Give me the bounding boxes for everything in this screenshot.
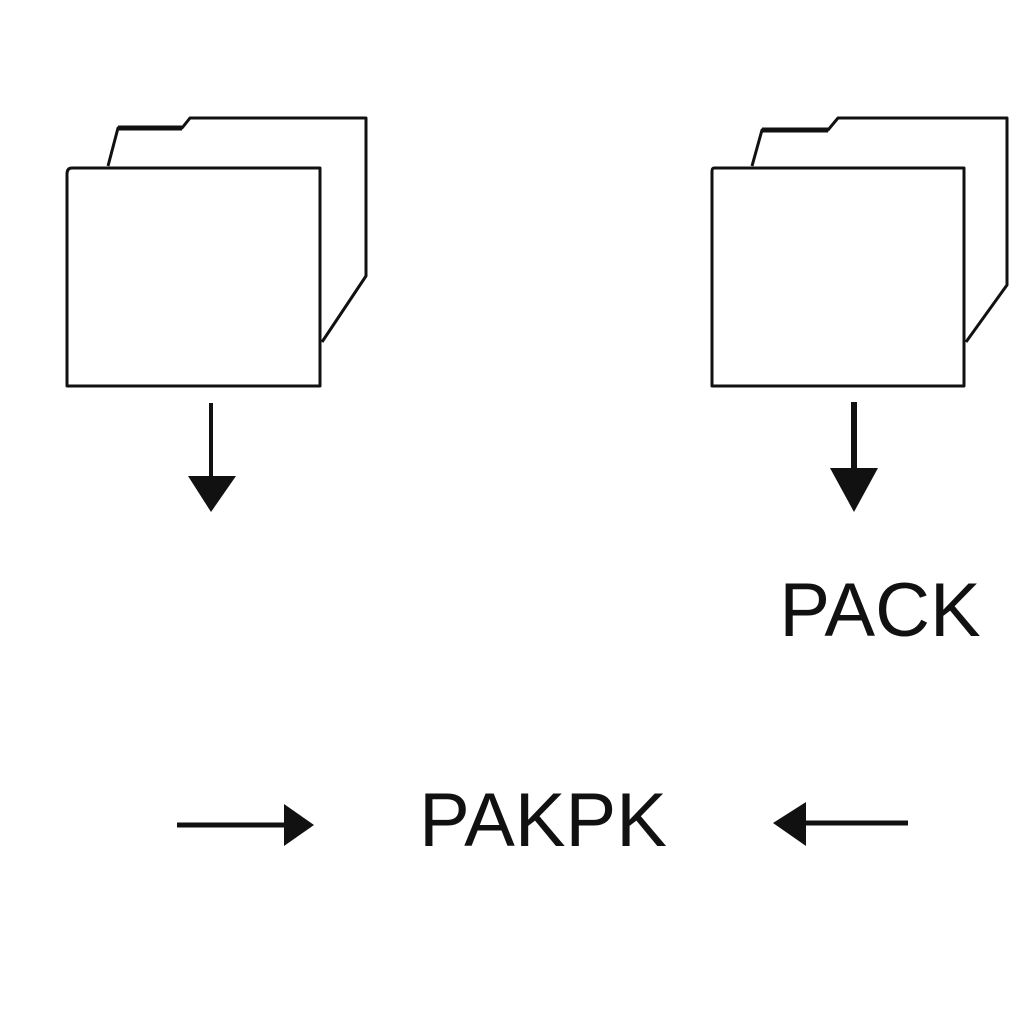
right-folder-front-sheet <box>710 166 966 388</box>
left-down-arrow-icon <box>188 403 236 512</box>
right-down-arrow-icon <box>830 402 878 512</box>
right-folder-icon <box>710 116 1009 388</box>
right-label: PACK <box>779 568 980 653</box>
right-left-arrow-icon <box>773 802 908 846</box>
left-folder-front-sheet <box>65 166 322 388</box>
left-right-arrow-icon <box>177 804 314 846</box>
center-label: PAKPK <box>419 778 667 863</box>
left-folder-icon <box>65 116 368 388</box>
